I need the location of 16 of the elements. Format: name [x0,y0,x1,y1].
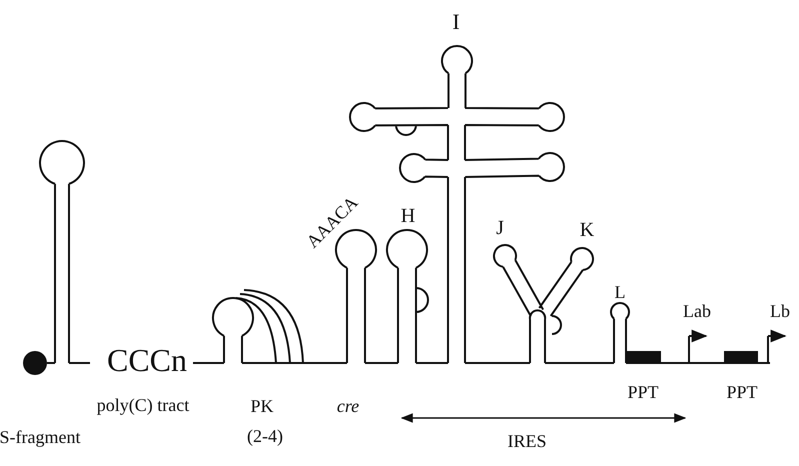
region-label: (2-4) [247,427,283,445]
domain-label: K [580,220,594,240]
gene-label: Lb [770,302,790,320]
region-label: PK [250,397,274,415]
region-label: S-fragment [0,428,80,446]
region-label: PPT [726,383,758,401]
domain-label: I [452,11,460,33]
sequence-label: CCCn [106,344,188,376]
domain-label: L [614,283,626,301]
gene-label: Lab [683,302,711,320]
region-label: PPT [627,383,659,401]
region-label: IRES [508,432,546,450]
region-label: cre [336,397,360,415]
domain-label: H [400,206,416,226]
domain-label: J [496,218,504,238]
region-label: poly(C) tract [96,396,190,414]
